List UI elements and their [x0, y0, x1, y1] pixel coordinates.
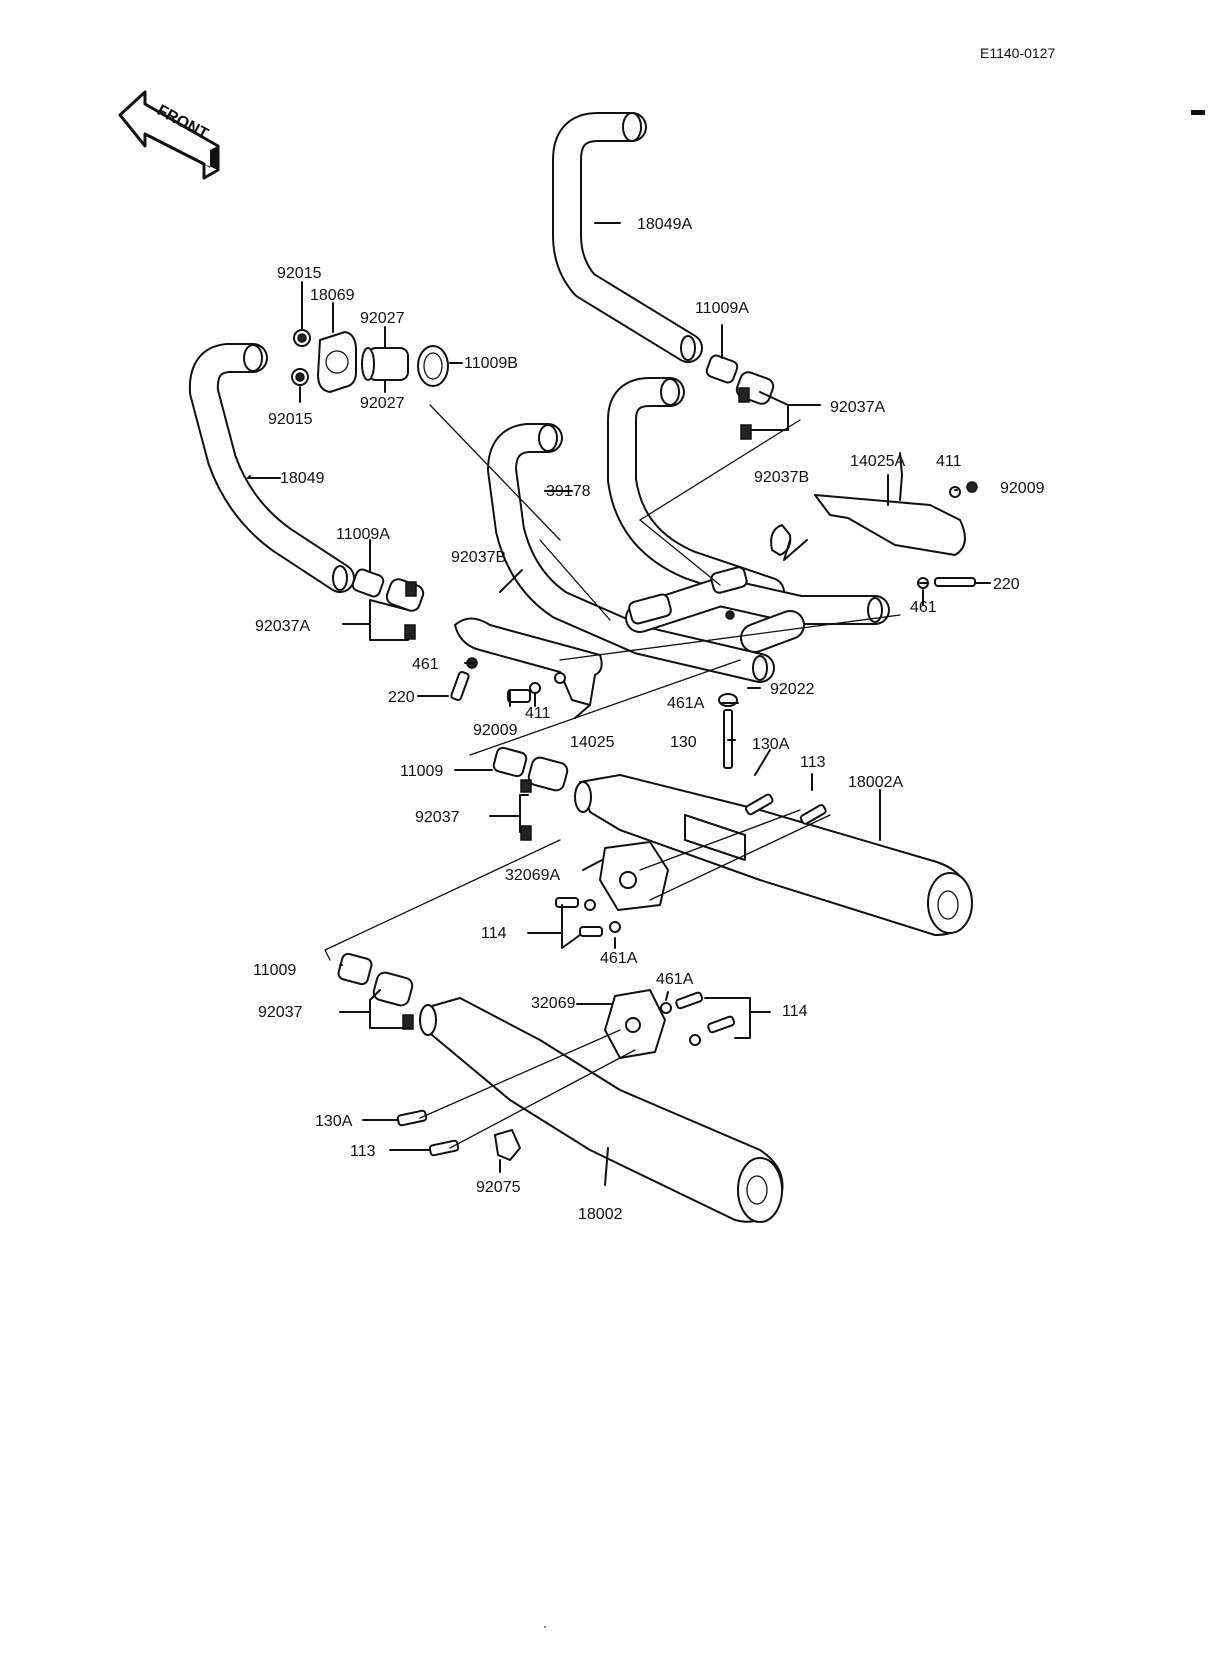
label-92009-left: 92009	[473, 722, 518, 739]
label-14025: 14025	[570, 734, 615, 751]
header-pipe-18049A	[552, 112, 703, 363]
diagram-code: E1140-0127	[980, 45, 1055, 61]
flange-set	[291, 329, 449, 393]
label-92037A-top: 92037A	[830, 399, 885, 416]
front-arrow: FRONT	[118, 90, 220, 180]
label-92037B-left: 92037B	[451, 549, 506, 566]
label-18049: 18049	[280, 470, 325, 487]
label-130A-bottom: 130A	[315, 1113, 353, 1130]
label-11009B: 11009B	[464, 355, 518, 372]
label-11009-top: 11009	[400, 763, 443, 780]
label-11009A-left: 11009A	[336, 526, 390, 543]
label-32069: 32069	[531, 995, 576, 1012]
leader-lines	[247, 222, 991, 1186]
label-411-left: 411	[525, 705, 551, 722]
label-113-bottom: 113	[350, 1143, 376, 1160]
label-18002: 18002	[578, 1206, 623, 1223]
label-114-bottom: 114	[782, 1003, 808, 1020]
label-92075: 92075	[476, 1179, 521, 1196]
speck	[544, 1626, 546, 1628]
label-92037-top: 92037	[415, 809, 460, 826]
label-11009A-top: 11009A	[695, 300, 749, 317]
label-92027-bottom: 92027	[360, 395, 405, 412]
label-92015-top: 92015	[277, 265, 322, 282]
connector-11009-top	[492, 746, 569, 841]
label-18069: 18069	[310, 287, 355, 304]
label-11009-bottom: 11009	[253, 962, 296, 979]
label-39178: 39178	[546, 483, 591, 500]
label-130A-top: 130A	[752, 736, 790, 753]
label-461A-mid: 461A	[667, 695, 705, 712]
label-92037-bottom: 92037	[258, 1004, 303, 1021]
label-220-right: 220	[993, 576, 1020, 593]
heat-shield-14025A	[770, 481, 978, 589]
heat-shield-14025	[450, 617, 603, 706]
collector-pipe-39178	[487, 377, 890, 683]
label-220-left: 220	[388, 689, 415, 706]
label-461-left: 461	[412, 656, 439, 673]
bracket-32069	[604, 989, 736, 1059]
connector-11009A-top	[705, 354, 775, 440]
label-32069A: 32069A	[505, 867, 560, 884]
label-461-right: 461	[910, 599, 937, 616]
label-92022: 92022	[770, 681, 815, 698]
label-14025A: 14025A	[850, 453, 905, 470]
label-92015-bottom: 92015	[268, 411, 313, 428]
label-92037A-left: 92037A	[255, 618, 310, 635]
label-18049A: 18049A	[637, 216, 692, 233]
bracket-32069A	[555, 841, 669, 937]
muffler-18002	[419, 997, 784, 1223]
label-92009-top: 92009	[1000, 480, 1045, 497]
muffler-18002A	[574, 774, 973, 936]
label-461A-bottom: 461A	[656, 971, 694, 988]
header-pipe-18049	[188, 343, 355, 593]
label-114-top: 114	[481, 925, 507, 942]
connector-11009A-left	[351, 568, 425, 640]
label-130: 130	[670, 734, 697, 751]
label-92037B-right: 92037B	[754, 469, 809, 486]
label-113-top: 113	[800, 754, 826, 771]
label-461A-lower: 461A	[600, 950, 638, 967]
label-18002A: 18002A	[848, 774, 903, 791]
bolt-set-lower	[396, 1109, 521, 1161]
page-edge-mark	[1191, 110, 1205, 115]
connector-11009-bottom	[337, 952, 414, 1030]
label-92027-top: 92027	[360, 310, 405, 327]
label-411-top: 411	[936, 453, 962, 470]
